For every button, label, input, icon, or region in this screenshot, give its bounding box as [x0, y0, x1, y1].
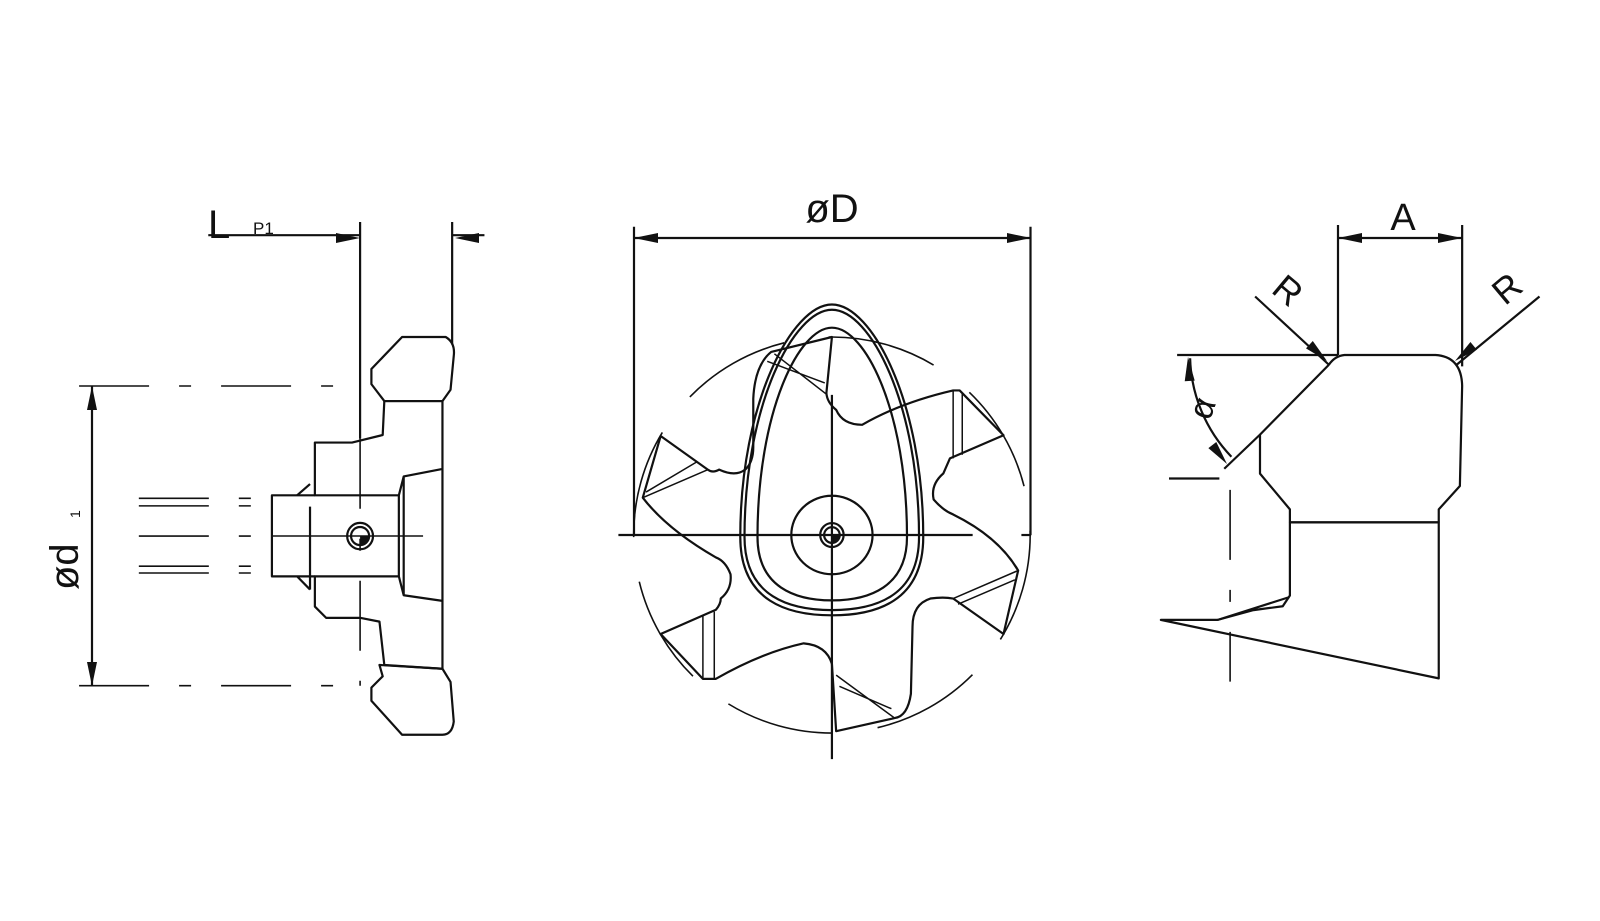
- A-arrow-left: [1338, 233, 1362, 243]
- side-section-view: [79, 222, 484, 735]
- lp1-label: L: [208, 203, 230, 247]
- D-label: øD: [805, 187, 858, 231]
- screw-icon: [347, 523, 373, 549]
- cutter-body-outline: [643, 337, 1018, 731]
- front-view: [618, 227, 1031, 759]
- holder-section: [1161, 522, 1439, 678]
- seat-line: [1218, 597, 1290, 620]
- R-arrow-left: [1305, 341, 1327, 361]
- lp1-arrow-right: [455, 233, 479, 243]
- screw-mark: [831, 535, 840, 543]
- insert-top: [371, 337, 454, 401]
- A-arrow-right: [1438, 233, 1462, 243]
- lp1-arrow-left: [336, 233, 360, 243]
- D-arrow-left: [634, 233, 658, 243]
- D-arrow-right: [1007, 233, 1031, 243]
- d1-arrow-bottom: [87, 662, 97, 686]
- pilot-chamfer: [297, 484, 310, 590]
- pilot: [272, 495, 315, 576]
- chamfer-extension: [1224, 435, 1260, 469]
- alpha-arrow-bottom: [1208, 441, 1227, 464]
- insert-bottom: [371, 665, 453, 735]
- d1-label: ød: [43, 543, 87, 590]
- alpha-arrow-top: [1184, 357, 1195, 382]
- d1-subscript: 1: [67, 510, 83, 518]
- screw-mark: [360, 536, 370, 546]
- d1-arrow-top: [87, 386, 97, 410]
- R-label-left: R: [1265, 266, 1311, 314]
- dimension-arrows: [87, 233, 1477, 686]
- A-label: A: [1390, 197, 1416, 239]
- R-label-right: R: [1484, 264, 1530, 312]
- body-section-upper: [315, 401, 443, 495]
- insert-outline: [1260, 355, 1462, 522]
- lp1-subscript: P1: [253, 219, 274, 238]
- body-section-lower: [315, 576, 443, 668]
- R-leader-right: [1457, 297, 1540, 365]
- rake-faces: [643, 354, 1018, 718]
- alpha-label: α: [1181, 393, 1223, 424]
- R-arrow-right: [1455, 341, 1477, 361]
